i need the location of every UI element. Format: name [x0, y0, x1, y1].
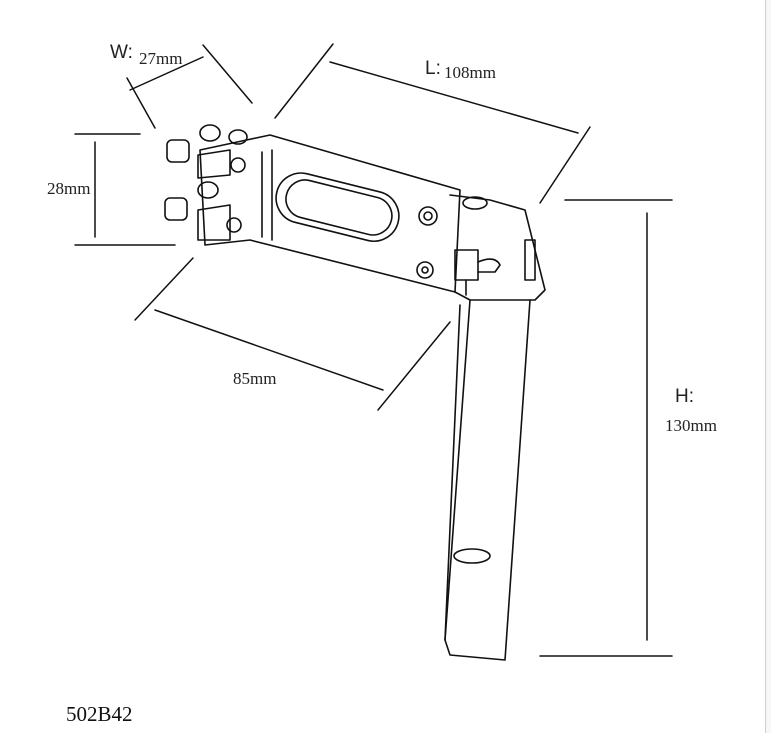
page-divider	[765, 0, 766, 733]
clamp-height-value: 28mm	[47, 179, 91, 198]
height-prefix: H:	[675, 386, 694, 407]
width-prefix: W:	[110, 42, 133, 63]
rudder-mount	[449, 194, 546, 301]
dimension-lines	[74, 43, 673, 657]
part-code: 502B42	[66, 702, 133, 726]
height-value: 130mm	[665, 416, 717, 435]
page-edge	[766, 0, 771, 733]
clamp-fittings	[164, 124, 248, 241]
rudder-blade	[444, 299, 531, 661]
length-prefix: L:	[425, 58, 441, 79]
width-value: 27mm	[139, 49, 183, 68]
arm-length-value: 85mm	[233, 369, 277, 388]
length-value: 108mm	[444, 63, 496, 82]
